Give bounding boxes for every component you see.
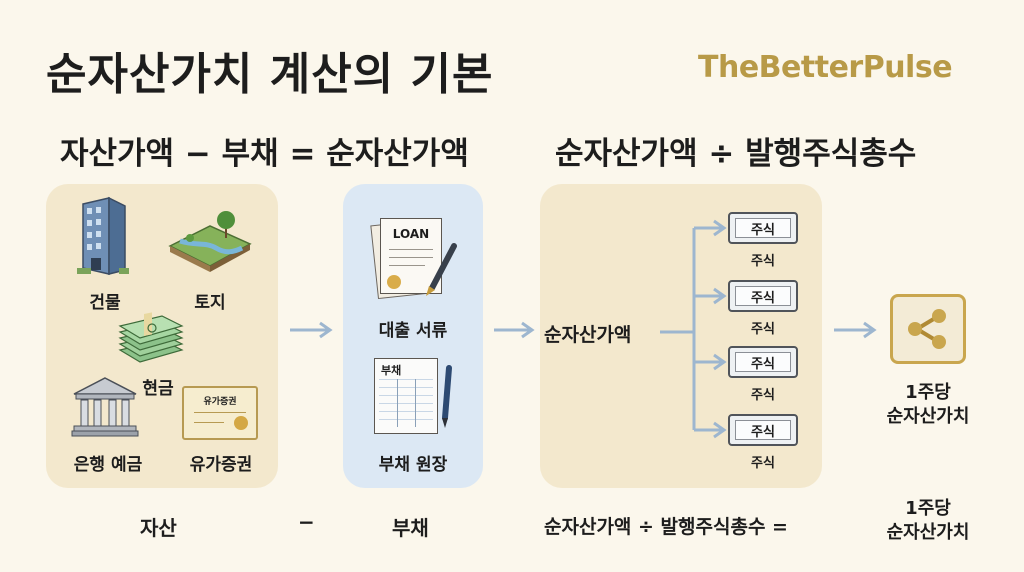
distribution-arrows — [660, 219, 727, 439]
share-card-text: 주식 — [735, 286, 791, 306]
brand-logo: TheBetterPulse — [698, 50, 953, 85]
share-label-1: 주식 — [751, 254, 775, 269]
certificate-text: 유가증권 — [203, 397, 237, 407]
cash-label: 현금 — [142, 379, 174, 399]
formula-per-share: 순자산가액 ÷ 발행주식총수 — [555, 136, 917, 172]
formula-net-assets: 자산가액 − 부채 = 순자산가액 — [60, 136, 469, 172]
net-asset-value-label: 순자산가액 — [544, 324, 632, 346]
share-label-2: 주식 — [751, 322, 775, 337]
page-title: 순자산가치 계산의 기본 — [46, 49, 494, 100]
bottom-nav-formula: 순자산가액 ÷ 발행주식총수 = — [544, 516, 788, 538]
bottom-debt: 부채 — [392, 516, 429, 540]
loan-word: LOAN — [392, 227, 430, 241]
share-card-3: 주식 — [728, 346, 798, 378]
cash-icon — [118, 312, 184, 363]
share-card-4: 주식 — [728, 414, 798, 446]
loan-document-front: LOAN — [380, 218, 442, 294]
bank-deposit-label: 은행 예금 — [73, 455, 143, 475]
share-card-text: 주식 — [735, 352, 791, 372]
pen-icon — [426, 243, 457, 296]
ledger-icon: 부채 — [374, 358, 438, 434]
arrow-assets-to-debt — [290, 321, 333, 339]
ledger-header: 부채 — [381, 364, 402, 377]
bank-icon — [71, 377, 139, 437]
bottom-result-line1: 1주당 — [905, 498, 951, 519]
ledger-pen-icon — [442, 365, 452, 428]
certificate-icon: 유가증권 — [182, 386, 258, 440]
loan-document-label: 대출 서류 — [378, 321, 448, 341]
result-line1: 1주당 — [905, 382, 951, 403]
securities-label: 유가증권 — [189, 455, 253, 475]
arrow-nav-to-result — [834, 321, 877, 339]
share-symbol-icon — [890, 294, 966, 364]
share-label-3: 주식 — [751, 388, 775, 403]
bottom-assets: 자산 — [140, 516, 177, 540]
share-card-2: 주식 — [728, 280, 798, 312]
share-card-text: 주식 — [735, 218, 791, 238]
bottom-result-line2: 순자산가치 — [886, 522, 970, 543]
building-label: 건물 — [89, 293, 121, 313]
share-label-4: 주식 — [751, 456, 775, 471]
share-card-1: 주식 — [728, 212, 798, 244]
land-label: 토지 — [194, 293, 226, 313]
share-card-text: 주식 — [735, 420, 791, 440]
land-icon — [168, 211, 252, 272]
result-line2: 순자산가치 — [886, 406, 970, 427]
ledger-label: 부채 원장 — [378, 455, 448, 475]
arrow-debt-to-nav — [494, 321, 535, 339]
building-icon — [77, 196, 129, 275]
bottom-minus: − — [298, 510, 315, 534]
